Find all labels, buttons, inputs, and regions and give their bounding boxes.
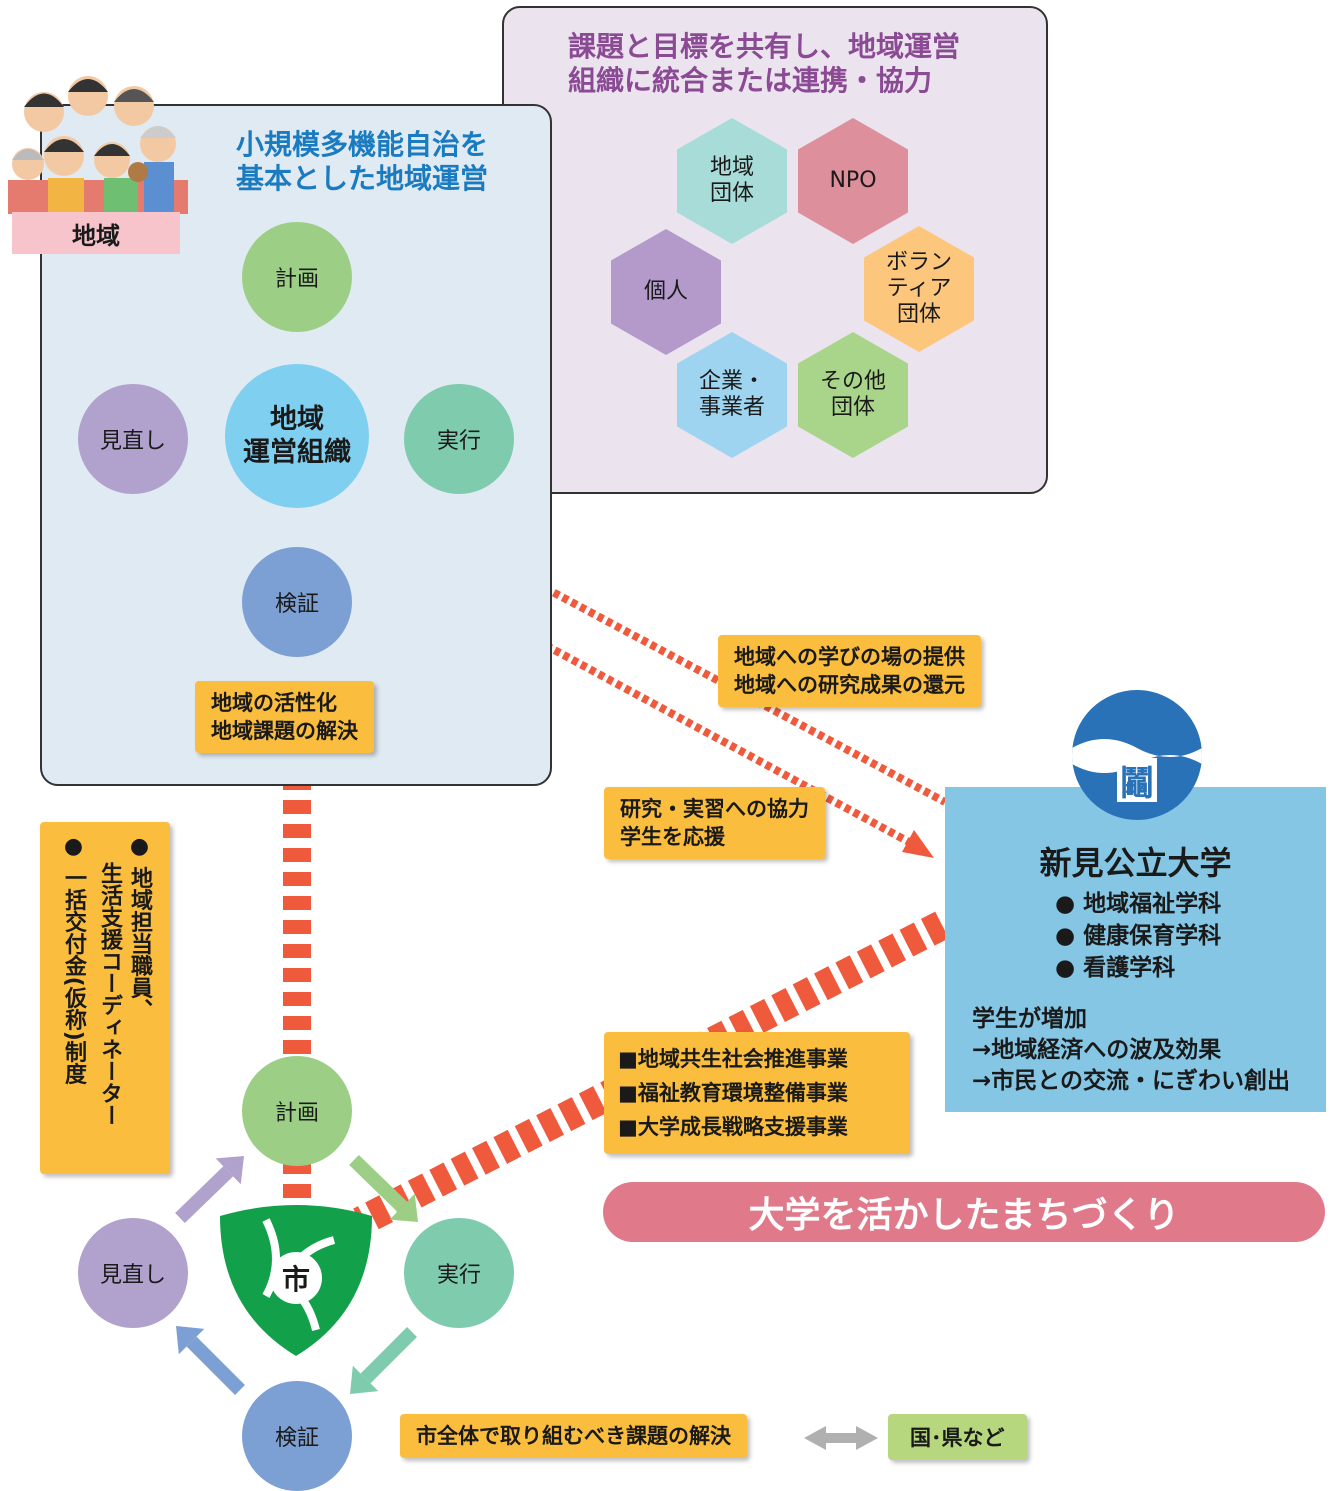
region-cycle-review: 見直し [78, 384, 188, 494]
people-group-icon [8, 76, 188, 214]
cycle-arrow [176, 1326, 245, 1395]
department-item: ● 健康保育学科 [1055, 923, 1222, 949]
cycle-arrow [349, 1154, 418, 1222]
city-support-line1: ● 地域担当職員、 [127, 834, 152, 1021]
community-illustration [8, 52, 188, 214]
effect-item: 学生が増加 [972, 1006, 1087, 1032]
city-emblem-icon [220, 1205, 372, 1356]
university-box [945, 787, 1326, 1112]
city-cycle-plan: 計画 [242, 1056, 352, 1166]
wave-icon [1072, 739, 1202, 773]
project-item: ■地域共生社会推進事業 [618, 1047, 848, 1071]
university-name: 新見公立大学 [1039, 844, 1232, 882]
university-contribution-label: 地域への学びの場の提供 地域への研究成果の還元 [718, 635, 981, 707]
partners-title: 課題と目標を共有し、地域運営 組織に統合または連携・協力 [568, 30, 961, 97]
cycle-arrow [175, 1156, 244, 1224]
effect-item: →市民との交流・にぎわい創出 [972, 1068, 1291, 1094]
university-departments: ● 地域福祉学科 ● 健康保育学科 ● 看護学科 [1055, 888, 1221, 984]
national-label: 国･県など [888, 1414, 1027, 1460]
cycle-arrow [350, 1327, 417, 1394]
city-support-box: ● 地域担当職員、 生活支援コーディネーター ● 一括交付金(仮称)制度 [40, 822, 170, 1174]
region-cycle-plan: 計画 [242, 222, 352, 332]
city-emblem-glyph: 市 [281, 1263, 310, 1296]
city-cycle-review: 見直し [78, 1218, 188, 1328]
university-logo-glyph: 鬮 [1117, 758, 1157, 804]
city-cycle-execute: 実行 [404, 1218, 514, 1328]
region-tag: 地域 [12, 212, 180, 254]
project-item: ■大学成長戦略支援事業 [618, 1115, 848, 1139]
region-outcome-label: 地域の活性化 地域課題の解決 [195, 681, 374, 753]
university-effects: 学生が増加 →地域経済への波及効果 →市民との交流・にぎわい創出 [972, 1004, 1290, 1097]
region-contribution-label: 研究・実習への協力 学生を応援 [604, 787, 825, 859]
slogan-banner: 大学を活かしたまちづくり [603, 1182, 1325, 1242]
city-cycle-verify: 検証 [242, 1381, 352, 1491]
department-item: ● 地域福祉学科 [1055, 891, 1222, 917]
effect-item: →地域経済への波及効果 [972, 1037, 1222, 1063]
city-projects-box: ■地域共生社会推進事業 ■福祉教育環境整備事業 ■大学成長戦略支援事業 [604, 1032, 910, 1154]
arrowhead [902, 830, 934, 858]
region-cycle-execute: 実行 [404, 384, 514, 494]
project-item: ■福祉教育環境整備事業 [618, 1081, 848, 1105]
city-support-line2: ● 一括交付金(仮称)制度 [61, 834, 86, 1085]
region-title: 小規模多機能自治を 基本とした地域運営 [236, 128, 489, 195]
city-emblem: 市 [216, 1200, 376, 1360]
city-issue-label: 市全体で取り組むべき課題の解決 [400, 1414, 747, 1458]
department-item: ● 看護学科 [1055, 955, 1176, 981]
region-cycle-verify: 検証 [242, 547, 352, 657]
region-organization: 地域 運営組織 [225, 364, 369, 508]
city-support-line1b: 生活支援コーディネーター [97, 862, 122, 1126]
university-logo: 鬮 [1072, 690, 1202, 820]
bidirectional-arrow [804, 1426, 878, 1450]
